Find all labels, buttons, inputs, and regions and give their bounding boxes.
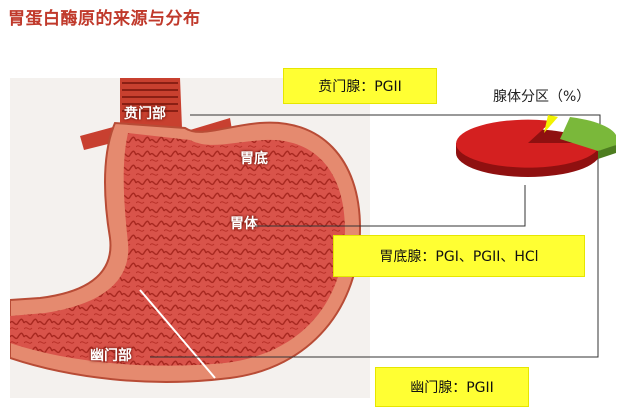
page-title: 胃蛋白酶原的来源与分布 [8,9,201,29]
pie-slice-green [560,117,616,151]
gland-distribution-pie [456,115,616,177]
pie-title: 腺体分区（%） [493,89,591,105]
label-body: 胃体 [230,216,258,232]
pyloric-gland-box: 幽门腺：PGII [375,367,529,407]
fundic-gland-box: 胃底腺：PGI、PGII、HCl [333,235,585,277]
stomach-illustration [10,78,370,398]
cardia-gland-box: 贲门腺：PGII [283,68,437,104]
label-pylorus: 幽门部 [90,348,132,364]
pie-slice-yellow [544,115,558,133]
label-fundus: 胃底 [240,151,268,167]
label-cardia: 贲门部 [124,106,166,122]
pie-slice-main [456,119,601,168]
